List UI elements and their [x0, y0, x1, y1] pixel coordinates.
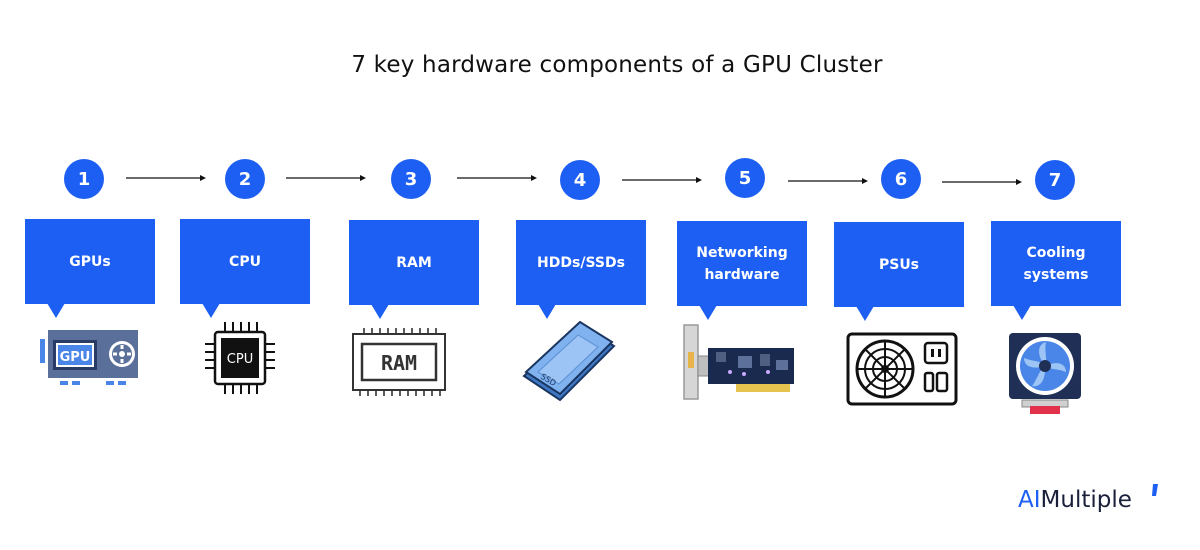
flow-arrow-4 — [622, 177, 702, 183]
flow-arrow-6 — [942, 179, 1022, 185]
step-number-7: 7 — [1035, 160, 1075, 200]
diagram-title: 7 key hardware components of a GPU Clust… — [351, 52, 883, 78]
step-number-6: 6 — [881, 159, 921, 199]
brand-logo: AIMultiple — [1018, 487, 1132, 513]
step-number-5: 5 — [725, 158, 765, 198]
flow-arrow-3 — [457, 175, 537, 181]
ram-icon-text: RAM — [381, 351, 417, 375]
step-label: PSUs — [878, 256, 920, 273]
flow-arrow-1 — [126, 175, 206, 181]
ssd-drive-icon: SSD — [522, 320, 616, 402]
flow-arrow-2 — [286, 175, 366, 181]
gpu-icon-text: GPU — [60, 350, 91, 365]
network-card-icon — [683, 324, 794, 400]
step-card-cooling: Cooling systems — [991, 221, 1121, 320]
step-label: Cooling systems — [1023, 244, 1089, 283]
step-card-psus: PSUs — [834, 222, 964, 321]
step-number-4: 4 — [560, 160, 600, 200]
step-card-networking: Networking hardware — [677, 221, 807, 320]
brand-logo-rest: Multiple — [1040, 487, 1132, 513]
step-number-3: 3 — [391, 159, 431, 199]
flow-arrow-5 — [788, 178, 868, 184]
ram-module-icon: RAM — [352, 328, 446, 396]
cooling-fan-icon — [1009, 333, 1081, 414]
step-card-gpus: GPUs — [25, 219, 155, 318]
step-label: CPU — [229, 253, 261, 270]
step-label: GPUs — [69, 253, 111, 270]
step-label: RAM — [396, 254, 432, 271]
step-card-hdds-ssds: HDDs/SSDs — [516, 220, 646, 319]
brand-tick-icon — [1152, 484, 1158, 496]
cpu-chip-icon: CPU — [205, 322, 275, 394]
power-supply-icon — [846, 332, 958, 406]
cpu-icon-text: CPU — [227, 352, 253, 367]
step-card-ram: RAM — [349, 220, 479, 319]
gpu-card-icon: GPU — [40, 330, 138, 385]
step-label: HDDs/SSDs — [537, 254, 625, 271]
step-number-1: 1 — [64, 159, 104, 199]
brand-logo-ai: AI — [1018, 487, 1041, 513]
step-card-cpu: CPU — [180, 219, 310, 318]
step-label: Networking hardware — [696, 244, 788, 283]
step-number-2: 2 — [225, 159, 265, 199]
